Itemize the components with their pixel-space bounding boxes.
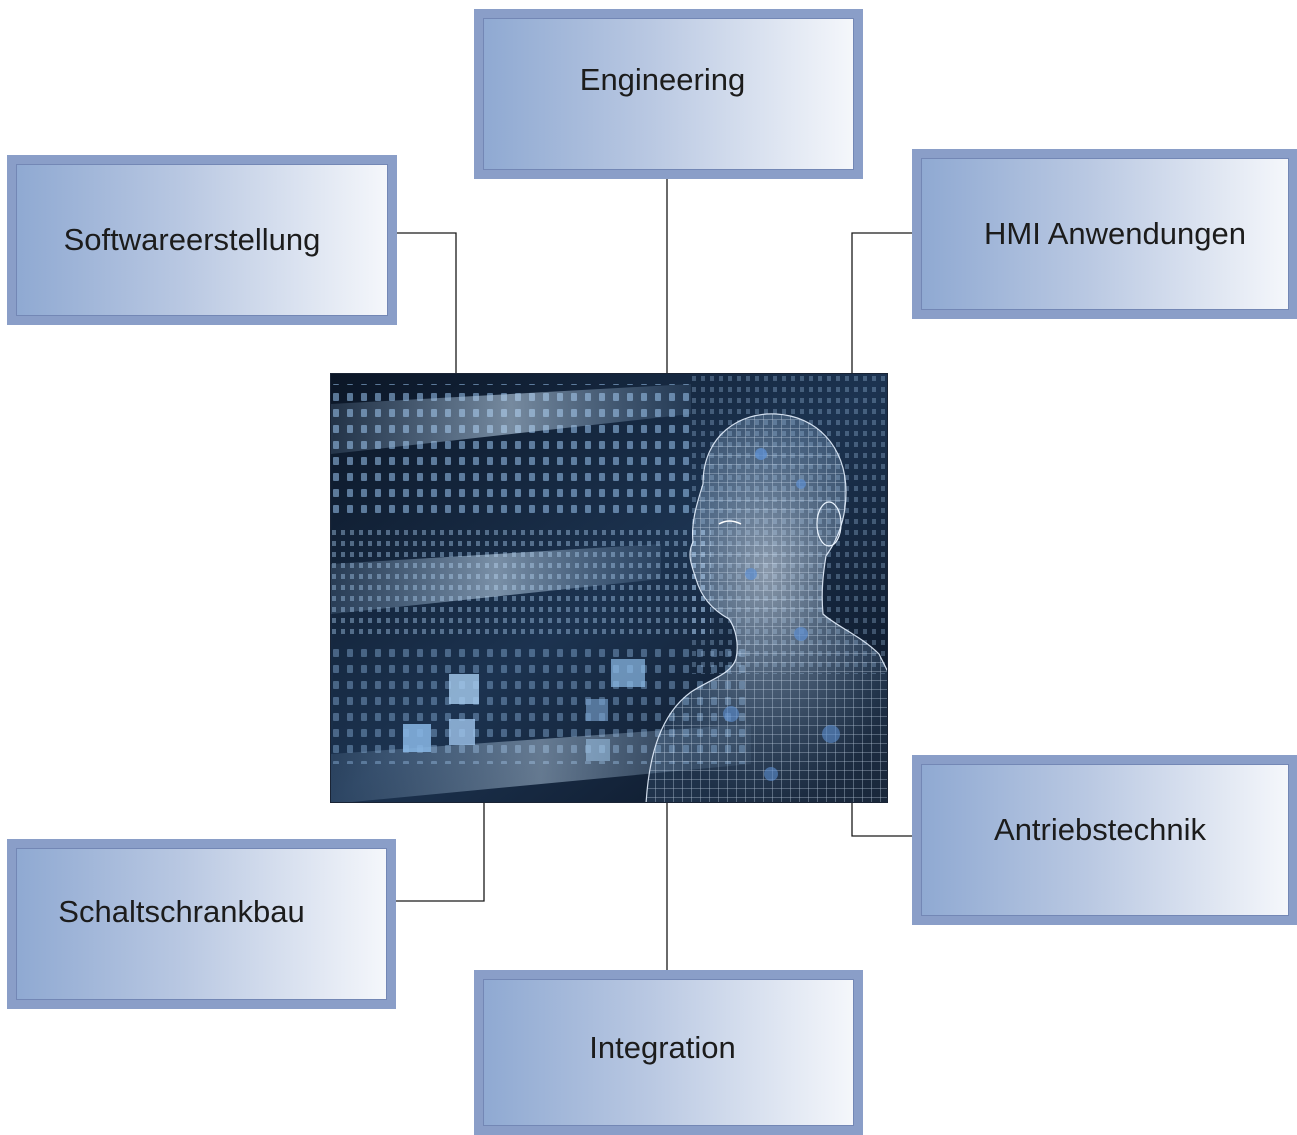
node-label: HMI Anwendungen bbox=[984, 216, 1246, 251]
connector-antrieb bbox=[851, 803, 912, 837]
digital-human-wireframe-icon bbox=[331, 374, 887, 802]
node-label: Softwareerstellung bbox=[63, 222, 321, 257]
node-hmi-anwendungen: HMI Anwendungen bbox=[912, 149, 1297, 319]
node-label: Integration bbox=[589, 1029, 736, 1065]
node-schaltschrankbau: Schaltschrankbau bbox=[7, 839, 396, 1009]
connector-schalt bbox=[396, 803, 485, 902]
connector-hmi bbox=[851, 232, 912, 373]
center-image-digital-human bbox=[330, 373, 888, 803]
node-integration: Integration bbox=[474, 970, 863, 1135]
node-engineering: Engineering bbox=[474, 9, 863, 179]
node-softwareerstellung: Softwareerstellung bbox=[7, 155, 397, 325]
node-antriebstechnik: Antriebstechnik bbox=[912, 755, 1297, 925]
node-label: Schaltschrankbau bbox=[58, 893, 305, 929]
node-label: Antriebstechnik bbox=[994, 812, 1206, 847]
node-label: Engineering bbox=[579, 62, 746, 97]
connector-software bbox=[397, 232, 457, 373]
